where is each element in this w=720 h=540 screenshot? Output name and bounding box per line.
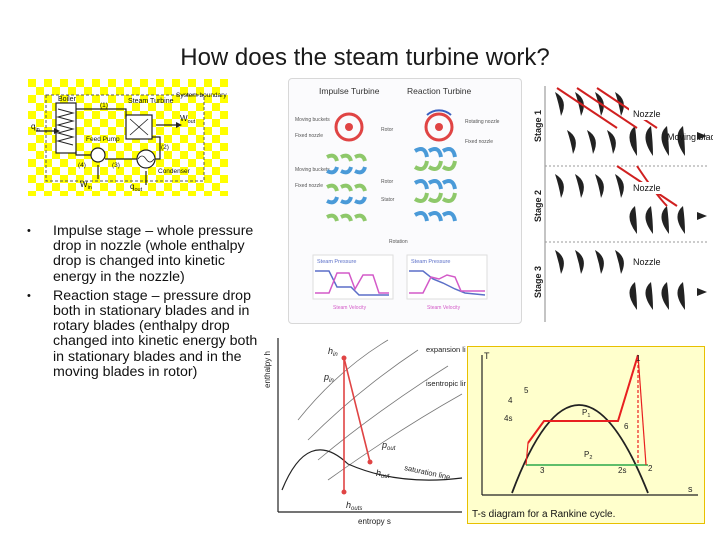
- right-label-rotor-2: Rotor: [381, 179, 394, 185]
- right-label-fixed-nozzle: Fixed nozzle: [465, 139, 493, 145]
- moving-blades-label: Moving blades: [667, 132, 713, 142]
- reaction-title: Reaction Turbine: [407, 86, 472, 96]
- bullet-dot-icon: •: [27, 224, 31, 239]
- reaction-blades: [415, 149, 455, 221]
- mollier-x-axis-label: entropy s: [358, 517, 391, 526]
- turbine-compare-svg: Impulse Turbine Reaction Turbine Moving …: [289, 79, 521, 323]
- impulse-title: Impulse Turbine: [319, 86, 380, 96]
- ts-point-2s: 2s: [618, 466, 626, 475]
- bullet-text-impulse: Impulse stage – whole pressure drop in n…: [53, 223, 253, 285]
- bullet-list: • Impulse stage – whole pressure drop in …: [24, 224, 269, 384]
- turbine-label: Steam Turbine: [128, 98, 174, 105]
- rankine-schematic-svg: Boiler Steam Turbine System boundary Fee…: [28, 79, 228, 196]
- stage-3-label: Stage 3: [533, 266, 543, 298]
- rotation-label: Rotation: [389, 239, 408, 245]
- turbine-compare-panel: Impulse Turbine Reaction Turbine Moving …: [288, 78, 522, 324]
- ts-point-5: 5: [524, 386, 529, 395]
- mollier-y-axis-label: enthalpy h: [263, 351, 272, 388]
- stage-2-label: Stage 2: [533, 190, 543, 222]
- ts-axis-s-label: s: [688, 484, 693, 494]
- rankine-schematic-panel: Boiler Steam Turbine System boundary Fee…: [28, 79, 228, 196]
- reaction-pressure-graph: Steam Pressure Steam Velocity: [407, 255, 487, 311]
- high-pressure-line: [528, 355, 638, 443]
- reaction-steam-velocity-label: Steam Velocity: [427, 305, 461, 311]
- ts-point-6: 6: [624, 422, 629, 431]
- mollier-svg: enthalpy h entropy s hin pin pout hout h…: [258, 330, 466, 527]
- stage-diagram-panel: Stage 1 Stage 2 Stage 3 Nozzle Moving bl…: [527, 82, 713, 328]
- ts-point-4: 4: [508, 396, 513, 405]
- stage-1-label: Stage 1: [533, 110, 543, 142]
- node-3-label: (3): [112, 162, 120, 169]
- h-out-label: hout: [376, 468, 390, 480]
- bullet-item-impulse: • Impulse stage – whole pressure drop in …: [24, 224, 269, 285]
- impulse-pressure-graph: Steam Pressure Steam Velocity: [313, 255, 393, 311]
- nozzle-label-3: Nozzle: [633, 257, 661, 267]
- left-label-3: Moving buckets: [295, 167, 330, 173]
- nozzle-label-1: Nozzle: [633, 109, 661, 119]
- boiler-label: Boiler: [58, 96, 77, 103]
- p-out-label: pout: [381, 440, 396, 452]
- expansion-line: [344, 358, 370, 462]
- left-label-2: Fixed nozzle: [295, 133, 323, 139]
- ts-point-4s: 4s: [504, 414, 512, 423]
- right-label-rotor: Rotor: [381, 127, 394, 133]
- impulse-steam-velocity-label: Steam Velocity: [333, 305, 367, 311]
- mollier-diagram-panel: enthalpy h entropy s hin pin pout hout h…: [258, 330, 466, 527]
- node-4-label: (4): [78, 162, 86, 169]
- left-label-4: Fixed nozzle: [295, 183, 323, 189]
- ts-p2-label: P2: [584, 450, 592, 461]
- p-in-label: pin: [323, 372, 334, 384]
- pump-circle: [91, 148, 105, 162]
- ts-point-3: 3: [540, 466, 545, 475]
- ts-svg: T s 1 2 2s 3 4 4s 5 6 P1 P2 T-s diagram …: [468, 347, 704, 523]
- reaction-steam-pressure-label: Steam Pressure: [411, 259, 450, 265]
- node-2-label: (2): [161, 144, 169, 151]
- ts-diagram-panel: T s 1 2 2s 3 4 4s 5 6 P1 P2 T-s diagram …: [467, 346, 705, 524]
- ts-caption: T-s diagram for a Rankine cycle.: [472, 509, 615, 520]
- saturation-dome: [512, 405, 648, 493]
- ts-point-2: 2: [648, 464, 653, 473]
- ts-axis-t-label: T: [484, 351, 490, 361]
- feed-pump-label: Feed Pump: [86, 136, 120, 143]
- isentropic-line-label: isentropic line: [426, 379, 466, 388]
- expansion-line-label: expansion line: [426, 345, 466, 354]
- blades-stage-1: [555, 92, 685, 156]
- bullet-text-reaction: Reaction stage – pressure drop both in s…: [53, 288, 257, 380]
- slide-title: How does the steam turbine work?: [0, 44, 720, 72]
- nozzle-label-2: Nozzle: [633, 183, 661, 193]
- stage-diagram-svg: Stage 1 Stage 2 Stage 3 Nozzle Moving bl…: [527, 82, 713, 328]
- condenser-label: Condenser: [158, 168, 191, 175]
- isobar-lines: [298, 340, 462, 480]
- right-label-rotating-nozzle: Rotating nozzle: [465, 119, 500, 125]
- h-outs-label: houts: [346, 500, 362, 512]
- right-label-stator: Stator: [381, 197, 395, 203]
- left-label-1: Moving buckets: [295, 117, 330, 123]
- h-in-label: hin: [328, 346, 338, 358]
- system-boundary-label: System boundary: [176, 92, 227, 99]
- bullet-dot-icon: •: [27, 289, 31, 304]
- ts-p1-label: P1: [582, 408, 590, 419]
- node-1-label: (1): [100, 102, 108, 109]
- right-arrows: [697, 132, 707, 296]
- impulse-blades: [327, 156, 365, 221]
- bullet-item-reaction: • Reaction stage – pressure drop both in …: [24, 289, 269, 380]
- boiler-box: [56, 103, 76, 153]
- ts-point-1: 1: [636, 354, 641, 363]
- impulse-steam-pressure-label: Steam Pressure: [317, 259, 356, 265]
